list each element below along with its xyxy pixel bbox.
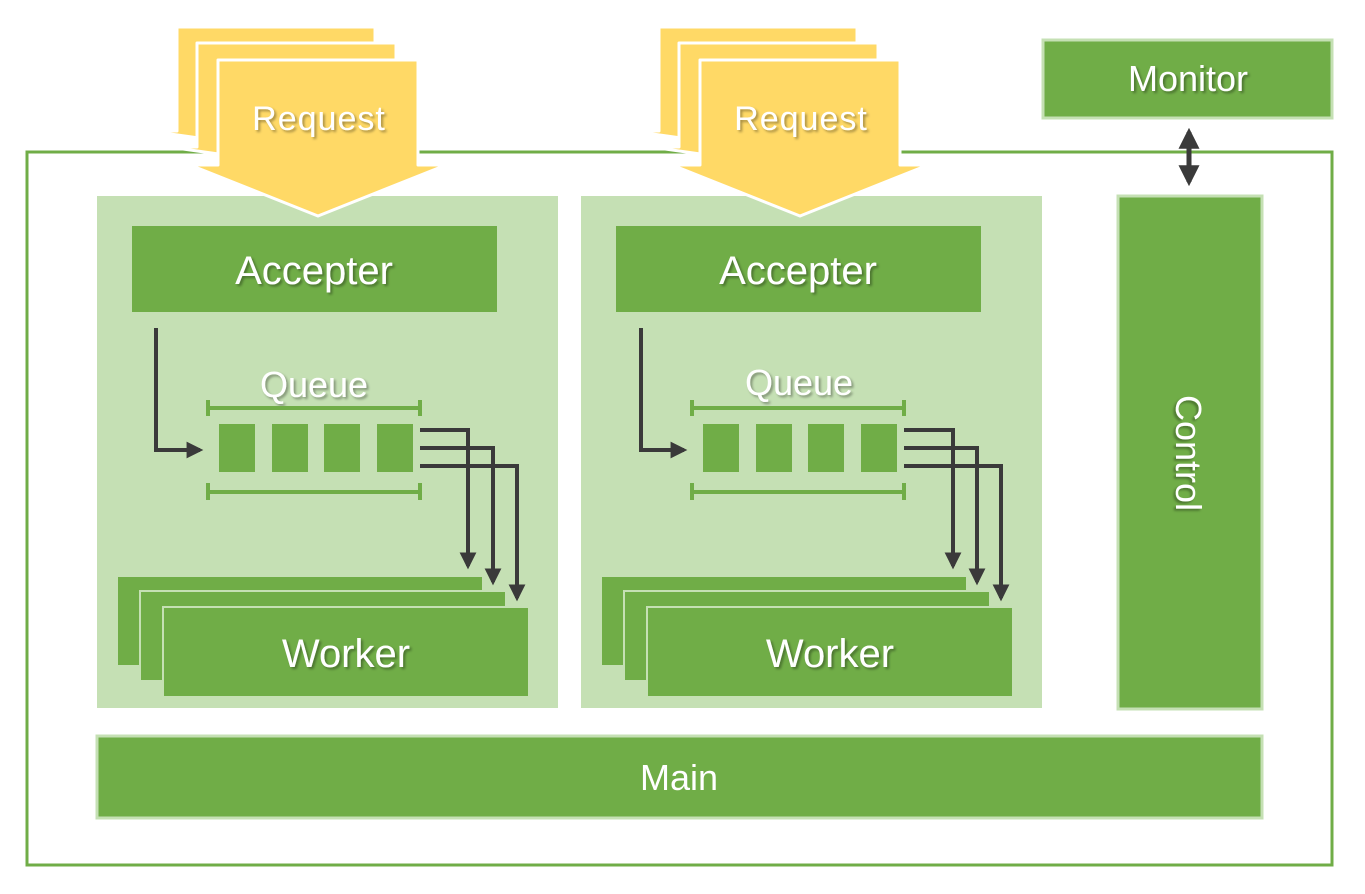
dispatch-arrow bbox=[904, 428, 962, 570]
queue-bracket-bottom bbox=[206, 483, 422, 500]
control-box bbox=[1116, 194, 1264, 711]
dispatch-arrow bbox=[904, 464, 1010, 602]
main-box bbox=[95, 734, 1264, 820]
queue-label: Queue bbox=[260, 364, 368, 405]
monitor-box bbox=[1041, 38, 1334, 120]
accepter-box bbox=[132, 226, 497, 312]
queue-slot bbox=[703, 424, 739, 472]
accepter-box bbox=[616, 226, 981, 312]
queue-slot bbox=[272, 424, 308, 472]
queue-slot bbox=[808, 424, 844, 472]
queue-bracket-top bbox=[690, 400, 906, 416]
request-label: Request bbox=[734, 100, 868, 138]
dispatch-arrow bbox=[420, 446, 502, 586]
enqueue-arrow bbox=[154, 328, 204, 459]
dispatch-arrow bbox=[420, 464, 526, 602]
dispatch-arrow bbox=[420, 428, 477, 570]
worker-box-front bbox=[162, 606, 530, 698]
module-left: Accepter Queue Worker bbox=[97, 196, 558, 708]
request-label: Request bbox=[252, 100, 386, 138]
request-arrow-right: Request bbox=[629, 25, 930, 218]
queue-slot bbox=[756, 424, 792, 472]
control-label: Control bbox=[1168, 395, 1209, 511]
worker-label: Worker bbox=[766, 632, 894, 676]
queue-bracket-bottom bbox=[690, 483, 906, 500]
accepter-label: Accepter bbox=[719, 249, 877, 293]
queue-bracket-top bbox=[206, 400, 422, 416]
queue-slot bbox=[324, 424, 360, 472]
dispatch-arrow bbox=[904, 446, 986, 586]
worker-label: Worker bbox=[282, 632, 410, 676]
worker-box-front bbox=[646, 606, 1014, 698]
queue-slot bbox=[377, 424, 413, 472]
monitor-label: Monitor bbox=[1128, 58, 1248, 99]
request-arrow-left: Request bbox=[147, 25, 448, 218]
module-right: Accepter Queue Worker bbox=[581, 196, 1042, 708]
queue-label: Queue bbox=[745, 362, 853, 403]
main-label: Main bbox=[640, 757, 718, 798]
enqueue-arrow bbox=[639, 328, 688, 459]
queue-slot bbox=[861, 424, 897, 472]
accepter-label: Accepter bbox=[235, 249, 393, 293]
queue-slot bbox=[219, 424, 255, 472]
